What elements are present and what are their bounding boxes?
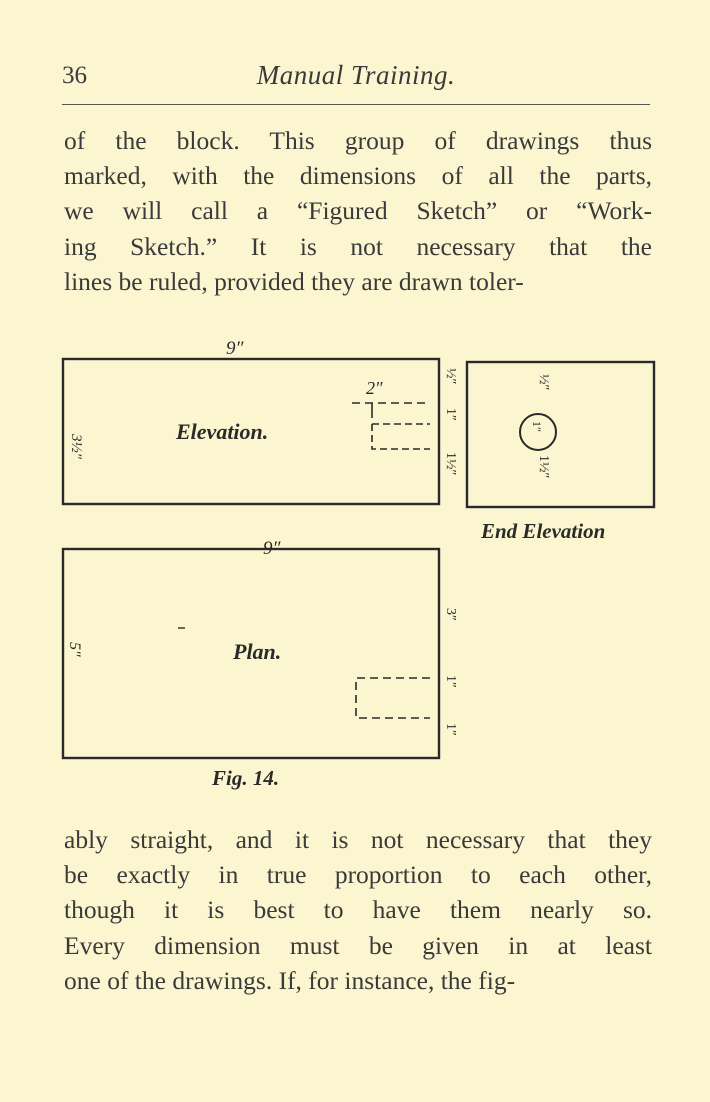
plan-notch (355, 677, 430, 719)
header-rule (62, 104, 650, 105)
text-line: be exactly in true proportion to each ot… (64, 860, 652, 890)
end-elevation-label: End Elevation (480, 519, 605, 543)
elevation-label: Elevation. (175, 419, 268, 444)
text-line: Every dimension must be given in at leas… (64, 930, 652, 960)
elevation-height-dim: 3½″ (68, 433, 84, 460)
elevation-right-bottom-dim: 1½″ (443, 452, 458, 476)
plan-label: Plan. (232, 639, 281, 664)
plan-outline (61, 547, 441, 760)
paragraph-bottom: ably straight, and it is not necessary t… (64, 822, 652, 998)
elevation-notch-width-dim: 2″ (366, 378, 383, 398)
end-mid-dim: 1″ (530, 421, 544, 432)
running-title: Manual Training. (256, 60, 456, 90)
text-line: ing Sketch.” It is not necessary that th… (64, 231, 652, 261)
text-line: one of the drawings. If, for instance, t… (64, 965, 516, 995)
plan-width-dim: 9″ (263, 538, 282, 559)
plan-drawing: 9″ Plan. 5″ 3″ 1″ 1″ (61, 538, 458, 760)
plan-right-top-dim: 3″ (443, 608, 458, 621)
text-line: we will call a “Figured Sketch” or “Work… (64, 196, 652, 226)
elevation-outline (61, 357, 441, 506)
end-elevation-drawing: ½″ 1″ 1½″ End Elevation (465, 360, 656, 543)
text-line: ably straight, and it is not necessary t… (64, 825, 652, 854)
elevation-width-dim: 9″ (226, 338, 245, 359)
paragraph-top: of the block. This group of drawings thu… (64, 123, 652, 299)
elevation-right-mid-dim: 1″ (443, 408, 458, 421)
elevation-right-top-dim: ½″ (443, 368, 458, 385)
end-bottom-dim: 1½″ (536, 455, 551, 479)
end-top-dim: ½″ (536, 374, 551, 391)
elevation-notch (371, 423, 430, 450)
end-elevation-hole (519, 413, 557, 451)
page-header: 36 Manual Training. (62, 58, 650, 98)
plan-right-bottom-dim: 1″ (443, 723, 458, 736)
plan-height-dim: 5″ (66, 642, 83, 657)
page-number: 36 (62, 62, 87, 89)
text-line: lines be ruled, provided they are drawn … (64, 266, 524, 296)
figure-caption: Fig. 14. (211, 766, 279, 790)
end-elevation-outline (465, 360, 656, 509)
elevation-drawing: Elevation. 9″ 2″ 3½″ ½″ 1″ 1½″ (61, 338, 458, 506)
plan-right-mid-dim: 1″ (443, 675, 458, 688)
text-line: though it is best to have them nearly so… (64, 895, 652, 925)
text-line: marked, with the dimensions of all the p… (64, 161, 652, 191)
text-line: of the block. This group of drawings thu… (64, 126, 652, 155)
